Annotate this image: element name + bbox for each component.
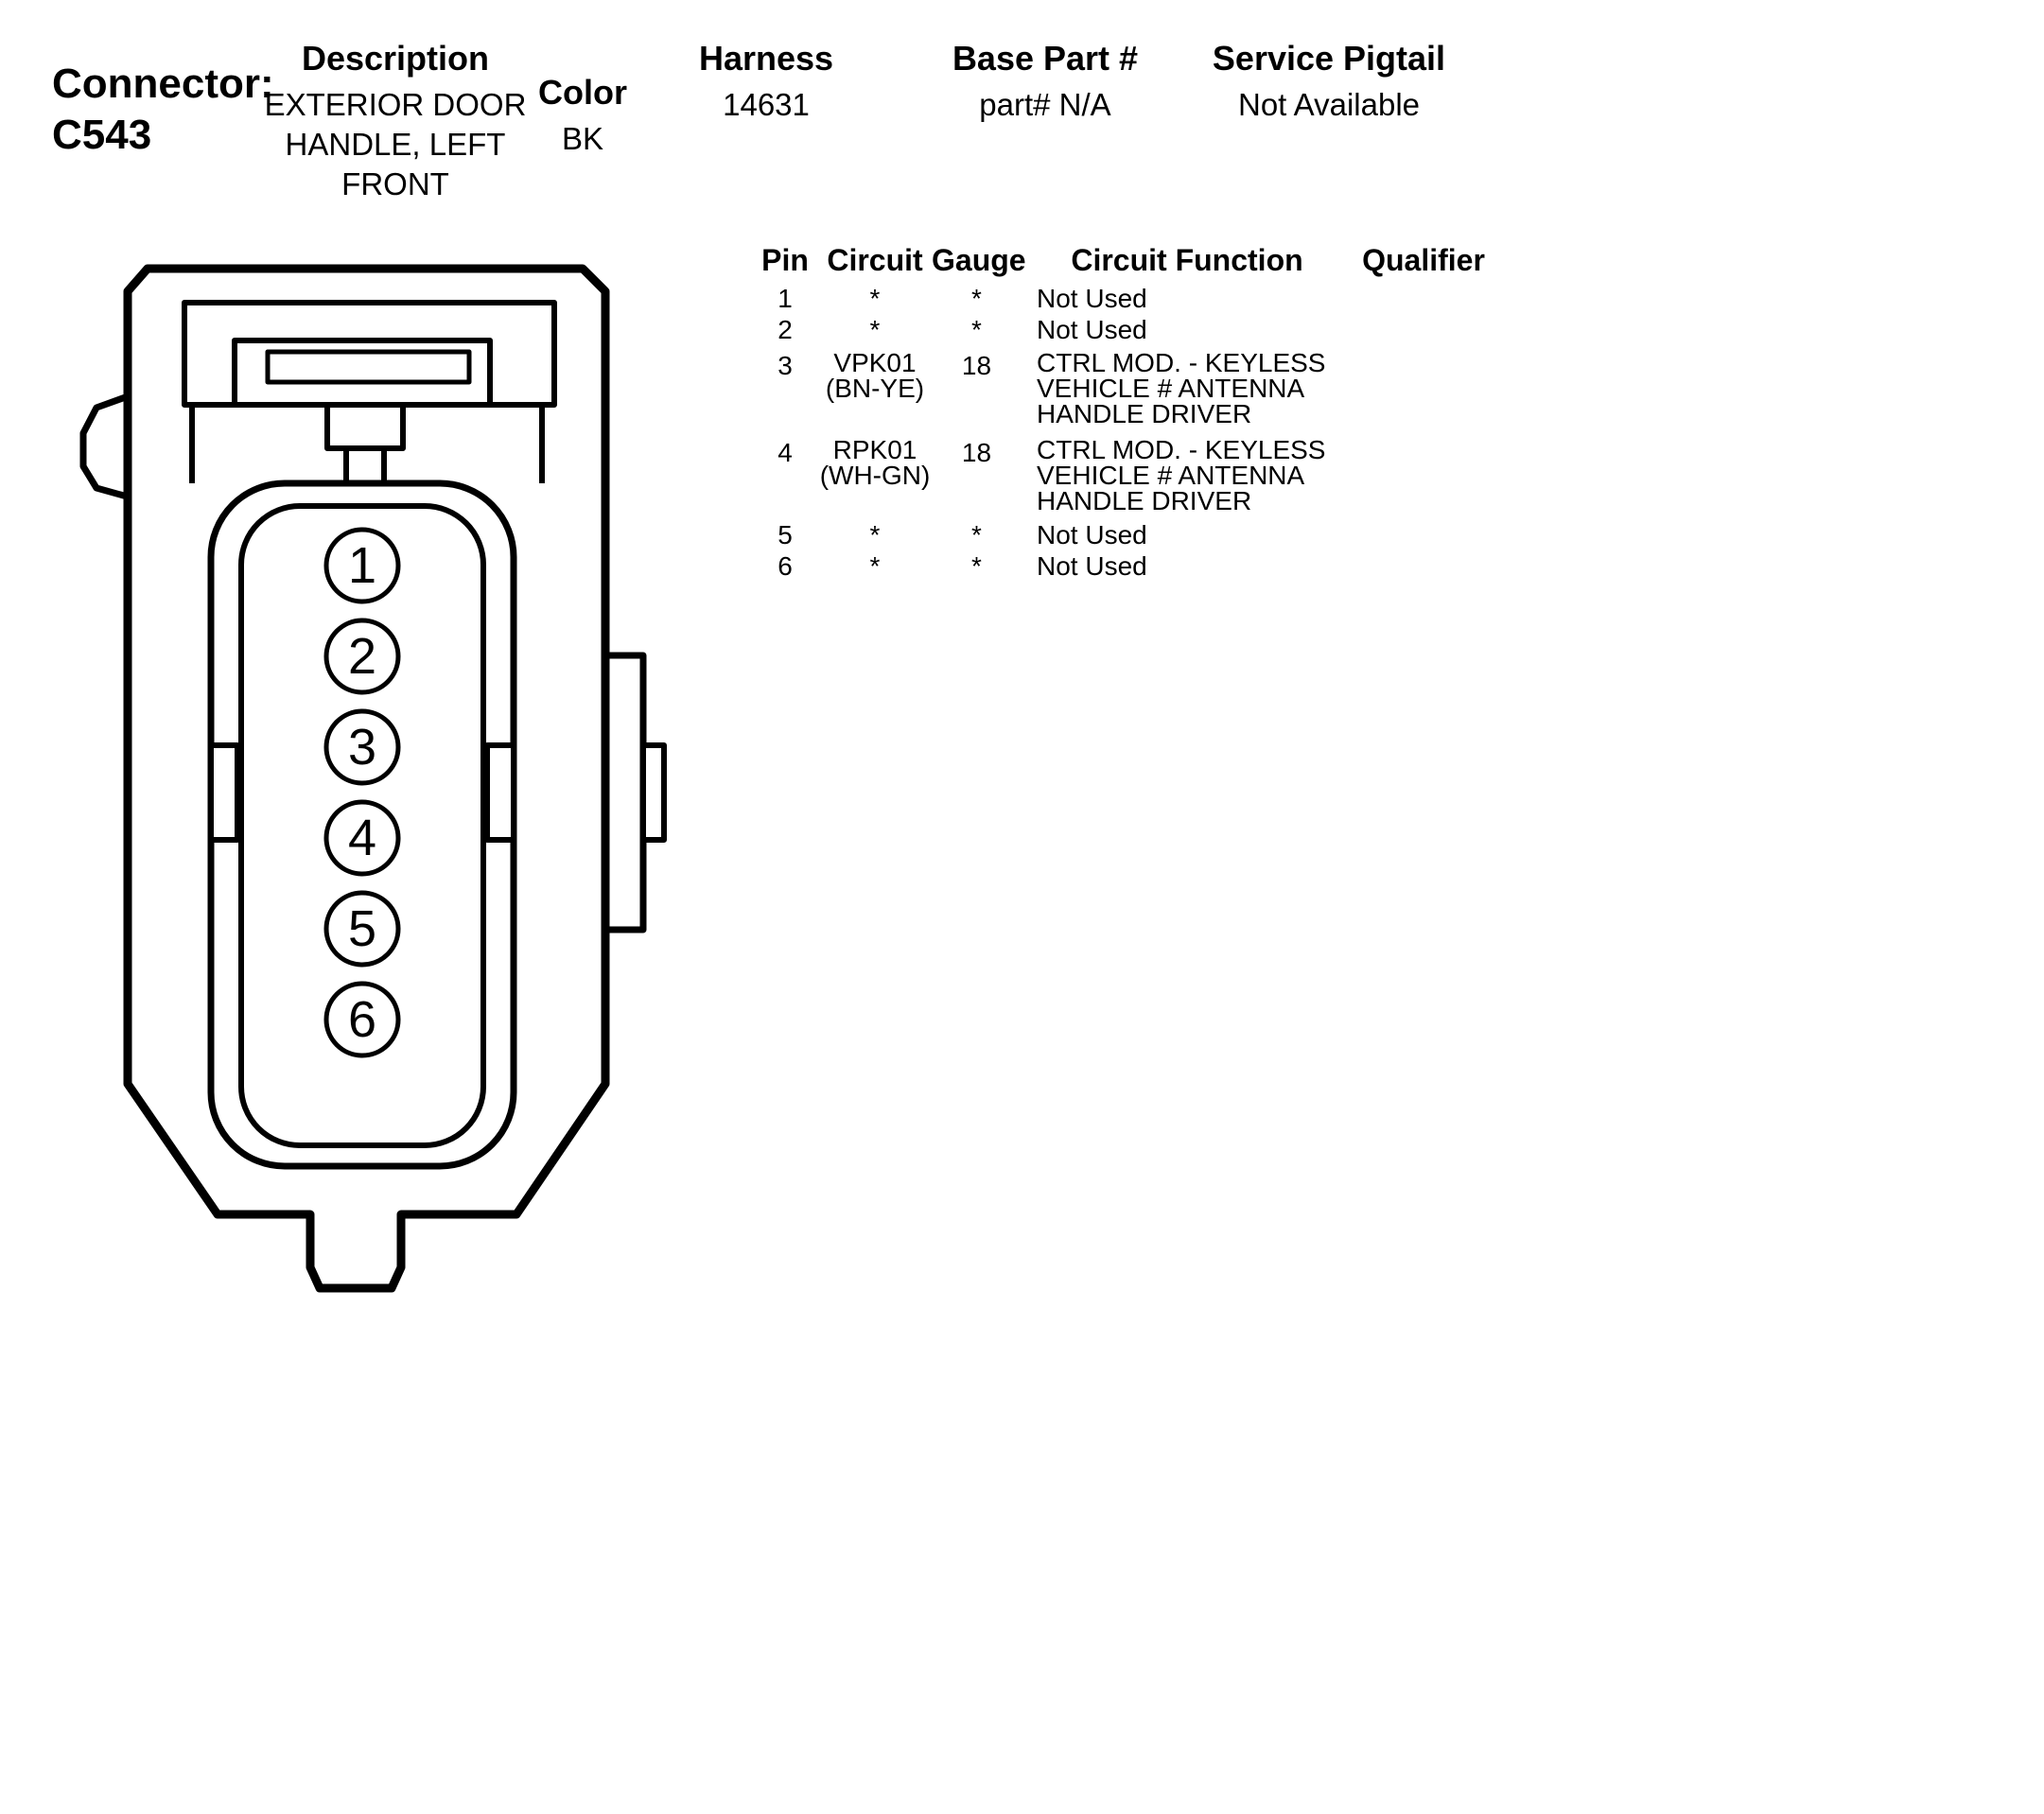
pin-row-2: 2 * * Not Used: [752, 314, 1509, 345]
base-part-value: part# N/A: [979, 87, 1111, 122]
function-value: Not Used: [1037, 551, 1147, 581]
connector-diagram: 1 2 3 4 5 6: [79, 264, 667, 1293]
pin-circle-3: [323, 708, 401, 786]
pin-row-5: 5 * * Not Used: [752, 519, 1509, 550]
function-value: CTRL MOD. - KEYLESS VEHICLE # ANTENNA HA…: [1037, 348, 1326, 428]
description-column: Description EXTERIOR DOOR HANDLE, LEFT F…: [253, 40, 537, 204]
face-clip-right: [484, 742, 516, 843]
gauge-value: *: [971, 315, 982, 344]
description-value: EXTERIOR DOOR HANDLE, LEFT FRONT: [264, 87, 527, 201]
circuit-header: Circuit: [827, 243, 923, 277]
color-column: Color BK: [526, 74, 639, 159]
harness-label: Harness: [698, 39, 834, 78]
function-value: Not Used: [1037, 284, 1147, 313]
pin-circle-2: [323, 618, 401, 695]
pin-number-6: 6: [348, 991, 376, 1048]
pin-number: 1: [777, 284, 793, 313]
pin-circle-4: [323, 799, 401, 877]
circuit-value: *: [869, 284, 881, 313]
gauge-value: *: [971, 284, 982, 313]
harness-column: Harness 14631: [681, 40, 851, 125]
description-label: Description: [301, 39, 490, 78]
pin-circle-6: [323, 981, 401, 1058]
color-value: BK: [561, 121, 604, 156]
side-rail-bump-shape: [640, 742, 667, 843]
pin-number-2: 2: [348, 628, 376, 685]
gauge-value: 18: [961, 351, 992, 380]
circuit-value: *: [869, 551, 881, 581]
latch-upper: [324, 402, 406, 451]
pin-number: 6: [777, 551, 793, 581]
pin-circle-5: [323, 890, 401, 968]
circuit-value: VPK01 (BN-YE): [825, 348, 925, 403]
gauge-value: *: [971, 520, 982, 549]
harness-value: 14631: [723, 87, 810, 122]
gauge-header: Gauge: [932, 243, 1026, 277]
pin-header: Pin: [761, 243, 809, 277]
base-part-label: Base Part #: [952, 39, 1139, 78]
circuit-value: RPK01 (WH-GN): [819, 435, 931, 490]
connector-id: C543: [52, 112, 152, 158]
top-slot-inner: [265, 349, 472, 385]
pin-number-1: 1: [348, 537, 376, 594]
pin-row-6: 6 * * Not Used: [752, 550, 1509, 582]
gauge-value: *: [971, 551, 982, 581]
connector-label: Connector:: [52, 61, 274, 107]
pin-row-1: 1 * * Not Used: [752, 283, 1509, 314]
circuit-value: *: [869, 315, 881, 344]
pin-row-4: 4 RPK01 (WH-GN) 18 CTRL MOD. - KEYLESS V…: [752, 432, 1509, 519]
function-header: Circuit Function: [1071, 243, 1303, 277]
pin-row-3: 3 VPK01 (BN-YE) 18 CTRL MOD. - KEYLESS V…: [752, 345, 1509, 432]
qualifier-header: Qualifier: [1362, 243, 1485, 277]
pin-number: 2: [777, 315, 793, 344]
pin-number-5: 5: [348, 900, 376, 957]
pin-number: 5: [777, 520, 793, 549]
circuit-value: *: [869, 520, 881, 549]
pin-number-4: 4: [348, 810, 376, 866]
function-value: Not Used: [1037, 315, 1147, 344]
pin-table: Pin Circuit Gauge Circuit Function Quali…: [752, 241, 1509, 582]
function-value: CTRL MOD. - KEYLESS VEHICLE # ANTENNA HA…: [1037, 435, 1326, 515]
pin-table-header: Pin Circuit Gauge Circuit Function Quali…: [752, 241, 1509, 279]
pin-circle-1: [323, 527, 401, 604]
connector-title: Connector: C543: [52, 59, 274, 161]
pin-number: 3: [777, 351, 793, 380]
service-pigtail-column: Service Pigtail Not Available: [1211, 40, 1447, 125]
color-label: Color: [538, 73, 627, 112]
base-part-column: Base Part # part# N/A: [936, 40, 1154, 125]
gauge-value: 18: [961, 438, 992, 467]
pin-number-3: 3: [348, 719, 376, 776]
function-value: Not Used: [1037, 520, 1147, 549]
face-clip-left: [208, 742, 240, 843]
pin-number: 4: [777, 438, 793, 467]
service-pigtail-value: Not Available: [1237, 87, 1421, 122]
service-pigtail-label: Service Pigtail: [1212, 39, 1446, 78]
